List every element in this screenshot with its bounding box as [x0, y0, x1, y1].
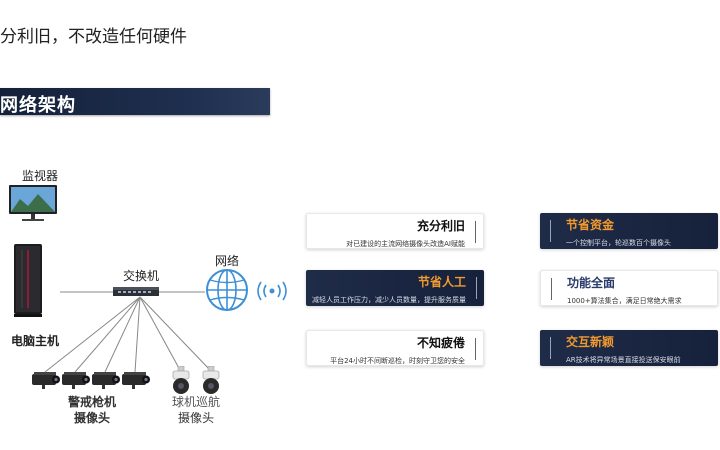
feature-card: 功能全面 1000+算法集合，满足日常绝大需求 — [540, 270, 718, 306]
feature-title: 交互新颖 — [566, 335, 615, 349]
bullet-camera-icon — [92, 372, 120, 389]
divider-mark — [551, 278, 552, 300]
wireless-signal-icon — [257, 281, 287, 301]
bullet-camera-label-line1: 警戒枪机 — [67, 395, 116, 409]
divider-mark — [475, 221, 476, 243]
section-banner: 网络架构 — [0, 88, 270, 116]
divider-mark — [475, 338, 476, 360]
feature-desc: 平台24小时不间断巡检，时刻守卫您的安全 — [330, 357, 465, 365]
dome-camera-label-line2: 摄像头 — [177, 411, 214, 425]
feature-card: 节省资金 一个控制平台，轮巡数百个摄像头 — [540, 213, 718, 249]
switch-label: 交换机 — [123, 269, 160, 283]
feature-title: 充分利旧 — [416, 219, 465, 233]
dome-camera-label: 球机巡航 摄像头 — [166, 394, 226, 426]
feature-card: 不知疲倦 平台24小时不间断巡检，时刻守卫您的安全 — [306, 330, 484, 366]
dome-camera-icon — [172, 366, 190, 394]
bullet-camera-icon — [62, 372, 90, 389]
feature-desc: AR技术将异常场景直接投送保安眼前 — [566, 356, 681, 364]
banner-title: 网络架构 — [0, 95, 76, 116]
feature-card: 节省人工 减轻人员工作压力，减少人员数量，提升服务质量 — [306, 270, 484, 306]
globe-icon — [206, 269, 248, 311]
computer-label: 电脑主机 — [11, 334, 60, 348]
feature-title: 功能全面 — [567, 276, 616, 290]
feature-title: 不知疲倦 — [416, 336, 465, 350]
network-label: 网络 — [215, 254, 240, 268]
monitor-icon — [9, 185, 57, 221]
dome-camera-icon — [202, 366, 220, 394]
feature-desc: 对已建设的主流网络摄像头改造AI赋能 — [346, 240, 465, 248]
network-switch-icon — [113, 287, 159, 296]
divider-mark — [476, 277, 477, 299]
bullet-camera-icon — [32, 372, 60, 389]
feature-title: 节省资金 — [566, 218, 615, 232]
monitor-label: 监视器 — [22, 169, 59, 183]
divider-mark — [550, 337, 551, 359]
feature-desc: 1000+算法集合，满足日常绝大需求 — [567, 297, 682, 305]
feature-card: 充分利旧 对已建设的主流网络摄像头改造AI赋能 — [306, 213, 484, 249]
bullet-camera-icon — [122, 372, 150, 389]
top-text: 分利旧，不改造任何硬件 — [0, 27, 187, 47]
feature-card: 交互新颖 AR技术将异常场景直接投送保安眼前 — [540, 330, 718, 366]
bullet-camera-label-line2: 摄像头 — [73, 411, 110, 425]
divider-mark — [550, 220, 551, 242]
feature-desc: 减轻人员工作压力，减少人员数量，提升服务质量 — [312, 296, 466, 304]
bullet-camera-label: 警戒枪机 摄像头 — [62, 394, 122, 426]
feature-desc: 一个控制平台，轮巡数百个摄像头 — [566, 239, 671, 247]
feature-title: 节省人工 — [417, 275, 466, 289]
dome-camera-label-line1: 球机巡航 — [171, 395, 220, 409]
computer-tower-icon — [14, 244, 42, 317]
